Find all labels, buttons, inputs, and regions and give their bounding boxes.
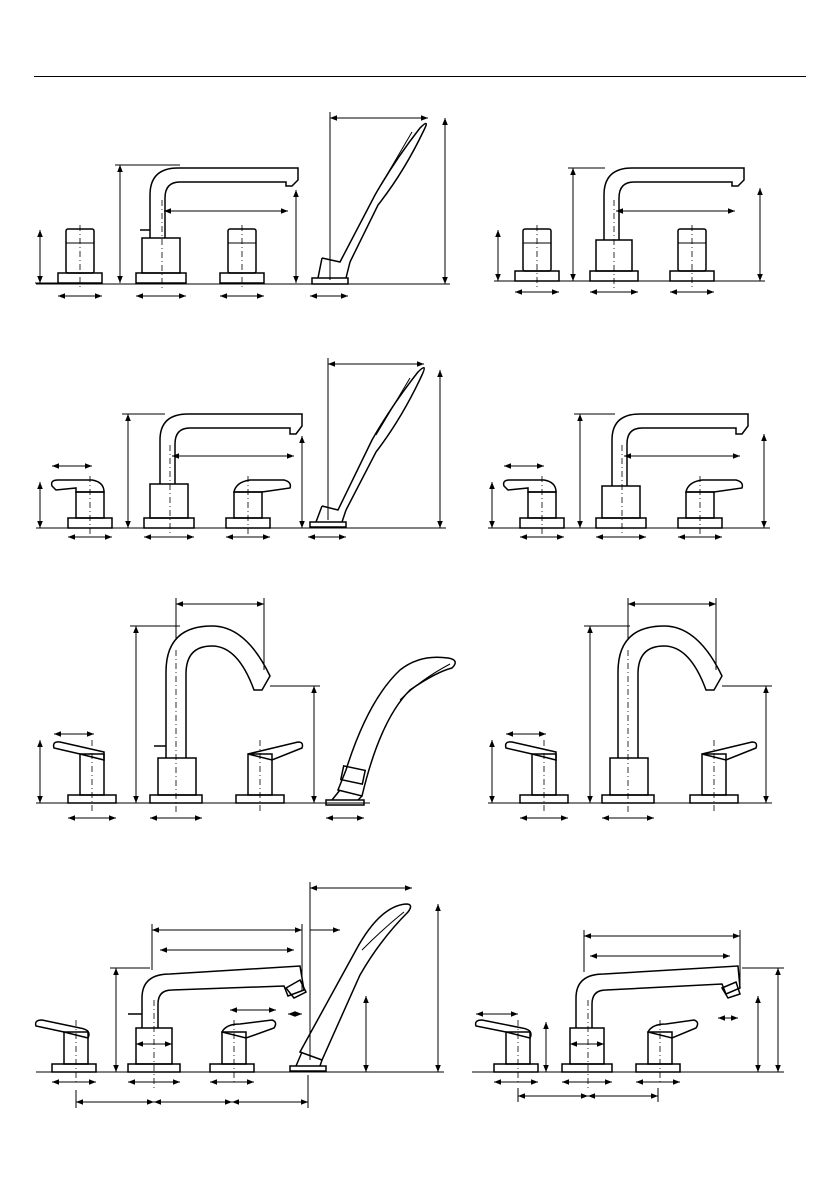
fig-4 [488,414,770,537]
lever-handle-left [54,740,116,812]
hand-shower [290,904,411,1071]
lever-handle-right [690,740,757,812]
gooseneck-spout [150,626,270,812]
gooseneck-spout [602,626,722,812]
lever-handle-right [226,476,290,535]
lever-handle-left [504,476,564,535]
lever-handle-left [506,740,568,812]
dimension-lines [494,168,765,292]
dimension-lines [35,112,450,296]
spout [144,414,302,535]
fig-5 [36,598,455,818]
lever-handle-right [236,740,303,812]
cylinder-handle-right [670,225,714,290]
fig-1 [35,112,450,296]
dimension-lines [36,358,446,537]
fig-6 [488,598,772,818]
dimension-lines [472,930,784,1102]
spout [596,414,748,535]
cylinder-handle-right [220,225,264,290]
fig-2 [494,168,765,292]
lever-handle-right [636,1020,698,1082]
lever-handle-left [36,1020,96,1082]
spout [590,168,744,290]
cylinder-handle-left [515,225,559,290]
fig-7 [36,882,444,1108]
hand-shower [312,123,426,284]
dimension-lines [488,598,772,818]
dimension-lines [36,598,370,818]
lever-handle-right [678,476,742,535]
hand-shower [310,368,424,527]
dimension-lines [36,882,444,1108]
cylinder-handle-left [58,225,102,290]
hand-shower [326,657,455,805]
lever-handle-right [210,1020,276,1082]
spout [136,168,298,290]
fig-3 [36,358,446,537]
lever-handle-left [52,476,112,535]
fig-8 [472,930,784,1102]
lever-handle-left [476,1020,538,1082]
